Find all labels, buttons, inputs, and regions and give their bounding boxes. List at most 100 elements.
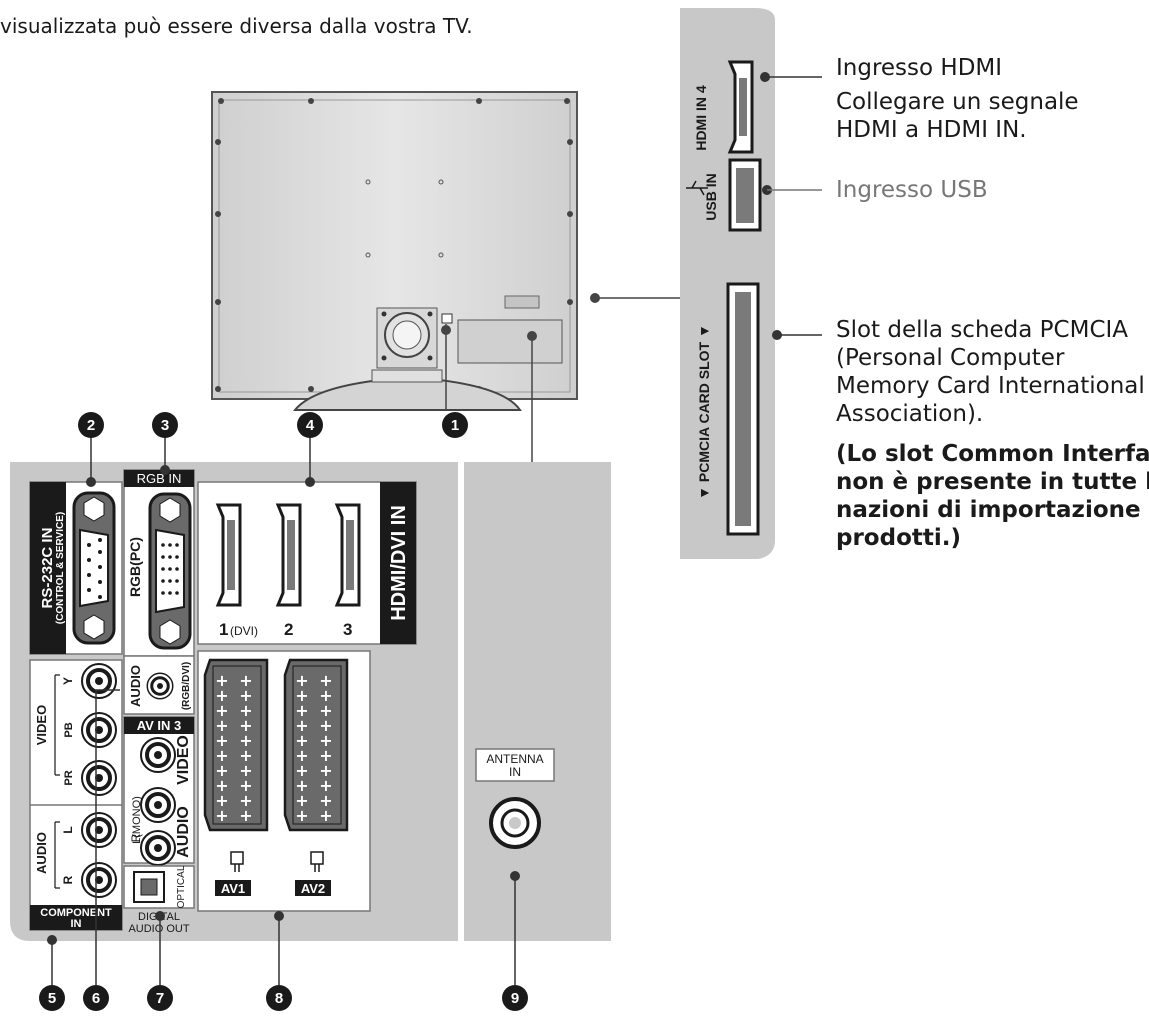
scart-pin: +	[239, 671, 252, 690]
side-panel: HDMI IN 4 USB IN ▼ PCMCIA CARD SLOT ▼	[680, 8, 782, 559]
hdmi-input-title: Ingresso HDMI	[836, 55, 1003, 81]
callout-2: 2	[78, 412, 104, 438]
hdmi-input-desc-2: HDMI a HDMI IN.	[836, 117, 1027, 143]
rear-connector-panel: RS-232C IN (CONTROL & SERVICE) RGB IN RG…	[10, 462, 458, 941]
component-video-label: VIDEO	[34, 705, 49, 745]
scart-pin: +	[239, 746, 252, 765]
hdmi-port-2-label: 2	[284, 620, 293, 639]
antenna-label: ANTENNA	[486, 752, 543, 766]
note-line-1: (Lo slot Common Interface	[836, 441, 1149, 467]
scart-pin: +	[319, 806, 332, 825]
callout-7: 7	[147, 985, 173, 1011]
pcmcia-desc-3: Memory Card International	[836, 373, 1145, 399]
antenna-panel: ANTENNA IN	[464, 462, 611, 941]
scart-pin: +	[215, 716, 228, 735]
hdmi-port-2	[275, 503, 302, 607]
callout-6: 6	[83, 985, 109, 1011]
audio-r-label: R	[61, 875, 75, 884]
rs232-port	[72, 491, 116, 645]
svg-text:5: 5	[48, 990, 56, 1007]
audio-rgbdvi-label: AUDIO	[128, 665, 143, 707]
scart-pin: +	[319, 686, 332, 705]
pcmcia-slot-label: ▼ PCMCIA CARD SLOT ▼	[696, 324, 712, 500]
svg-text:4: 4	[306, 417, 315, 434]
y-label: Y	[61, 677, 75, 685]
pb-label: PB	[63, 722, 75, 737]
scart-pin: +	[295, 701, 308, 720]
optical-label: OPTICAL	[176, 865, 187, 908]
hdmi-port-1-label: 1	[219, 620, 228, 639]
tv-rear-view	[211, 91, 578, 411]
scart-pin: +	[239, 731, 252, 750]
scart-pin: +	[319, 671, 332, 690]
callout-8: 8	[266, 985, 292, 1011]
note-line-4: prodotti.)	[836, 525, 961, 551]
scart-pin: +	[319, 716, 332, 735]
scart-pin: +	[319, 761, 332, 780]
leader-dot	[590, 293, 600, 303]
av-in-3-label: AV IN 3	[137, 718, 182, 733]
hdmi-port-1	[215, 503, 242, 607]
scart-pin: +	[215, 746, 228, 765]
scart-pin: +	[295, 791, 308, 810]
svg-text:6: 6	[92, 990, 100, 1007]
av3-video-port	[139, 736, 177, 774]
l-mono-label: L(MONO)	[131, 796, 143, 844]
usb-in-label: USB IN	[703, 173, 719, 220]
callout-5: 5	[39, 985, 65, 1011]
hdmi-port-1-sublabel: (DVI)	[230, 624, 258, 638]
scart-pin: +	[319, 701, 332, 720]
scart-pin: +	[215, 761, 228, 780]
scart-pin: +	[295, 746, 308, 765]
component-audio-r-port	[80, 861, 118, 899]
rgb-pc-label: RGB(PC)	[127, 537, 143, 597]
scart-pin: +	[295, 776, 308, 795]
callout-4: 4	[297, 412, 323, 438]
antenna-label-2: IN	[509, 765, 521, 779]
scart-pin: +	[215, 776, 228, 795]
scart-pin: +	[239, 791, 252, 810]
scart-pin: +	[295, 761, 308, 780]
scart-pin: +	[239, 806, 252, 825]
scart-pin: +	[295, 686, 308, 705]
scart-pin: +	[319, 776, 332, 795]
scart-pin: +	[239, 776, 252, 795]
scart-pin: +	[319, 746, 332, 765]
audio-rgbdvi-port	[145, 671, 175, 701]
component-pb-port	[80, 711, 118, 749]
scart-pin: +	[295, 806, 308, 825]
svg-text:1: 1	[451, 417, 459, 434]
rs232c-label: RS-232C IN	[39, 528, 56, 609]
scart-pin: +	[215, 701, 228, 720]
scart-pin: +	[239, 716, 252, 735]
scart-pin: +	[295, 731, 308, 750]
svg-text:3: 3	[161, 417, 169, 434]
scart-pin: +	[215, 686, 228, 705]
intro-text: visualizzata può essere diversa dalla vo…	[0, 14, 473, 38]
component-pr-port	[80, 759, 118, 797]
callout-3: 3	[152, 412, 178, 438]
pr-label: PR	[63, 770, 75, 785]
scart-pin: +	[295, 671, 308, 690]
hdmi-dvi-in-label: HDMI/DVI IN	[388, 505, 410, 621]
scart-pin: +	[239, 761, 252, 780]
scart-pin: +	[319, 791, 332, 810]
svg-text:8: 8	[275, 990, 283, 1007]
av3-audio-l-port	[139, 786, 177, 824]
hdmi-in-4-label: HDMI IN 4	[693, 85, 709, 151]
scart-pin: +	[215, 806, 228, 825]
component-audio-label: AUDIO	[34, 832, 49, 874]
av3-video-label: VIDEO	[175, 735, 192, 785]
scart-pin: +	[215, 791, 228, 810]
rgb-in-label: RGB IN	[137, 471, 182, 486]
av2-label: AV2	[301, 881, 325, 896]
rgb-port	[148, 492, 192, 650]
scart-av2-port	[283, 658, 349, 832]
scart-pin: +	[215, 731, 228, 750]
usb-input-title: Ingresso USB	[836, 177, 988, 203]
svg-text:2: 2	[87, 417, 95, 434]
audio-rgbdvi-sublabel: (RGB/DVI)	[181, 662, 192, 710]
component-in-label-2: IN	[71, 918, 82, 930]
pcmcia-desc-1: Slot della scheda PCMCIA	[836, 317, 1129, 343]
